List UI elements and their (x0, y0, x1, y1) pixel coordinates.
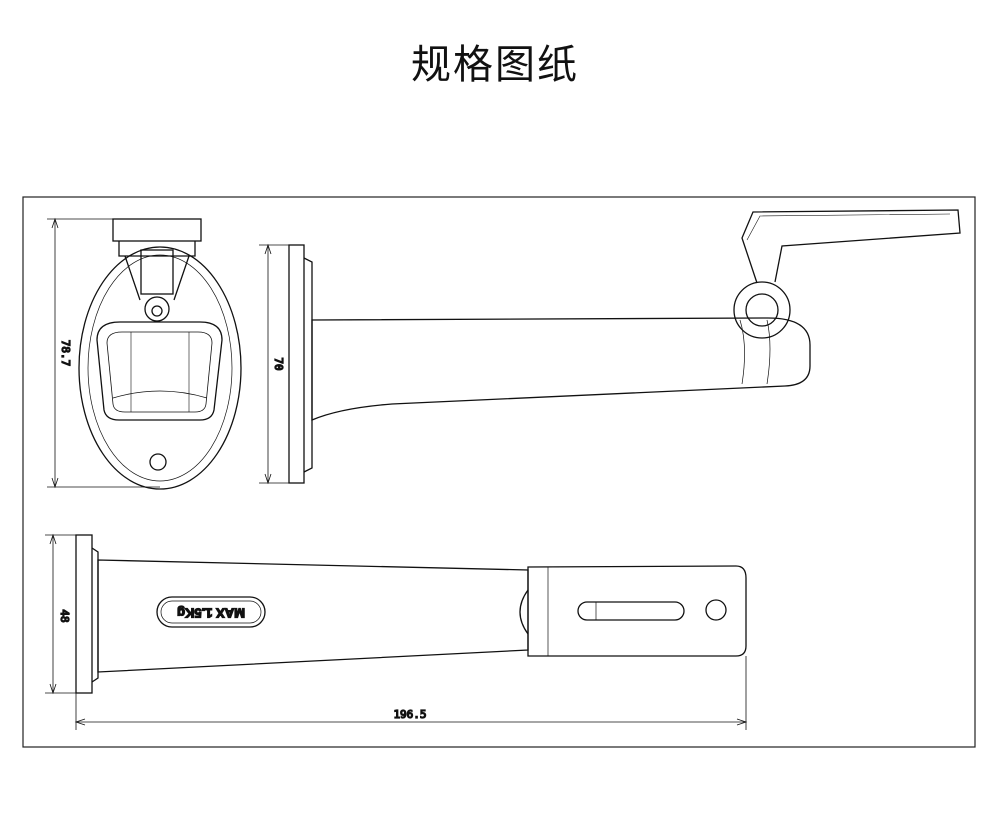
side-view: 70 (259, 209, 961, 485)
front-view: 78.7 (47, 217, 242, 490)
dimension-label-48: 48 (58, 609, 71, 622)
dimension-plate-height (259, 243, 289, 485)
dimension-label-78-7: 78.7 (59, 340, 72, 367)
top-view: MAX 1.5Kg 48 196.5 (45, 533, 748, 730)
dimension-label-70: 70 (272, 357, 285, 370)
max-load-label: MAX 1.5Kg (177, 606, 245, 621)
dimension-total-length (74, 656, 748, 730)
dimension-plate-width (45, 533, 76, 695)
page-title: 规格图纸 (411, 42, 579, 88)
max-load-label-plate (156, 596, 266, 628)
dimension-label-196-5: 196.5 (393, 708, 426, 721)
drawing-frame (22, 196, 976, 748)
dimension-mount-height (47, 217, 160, 489)
